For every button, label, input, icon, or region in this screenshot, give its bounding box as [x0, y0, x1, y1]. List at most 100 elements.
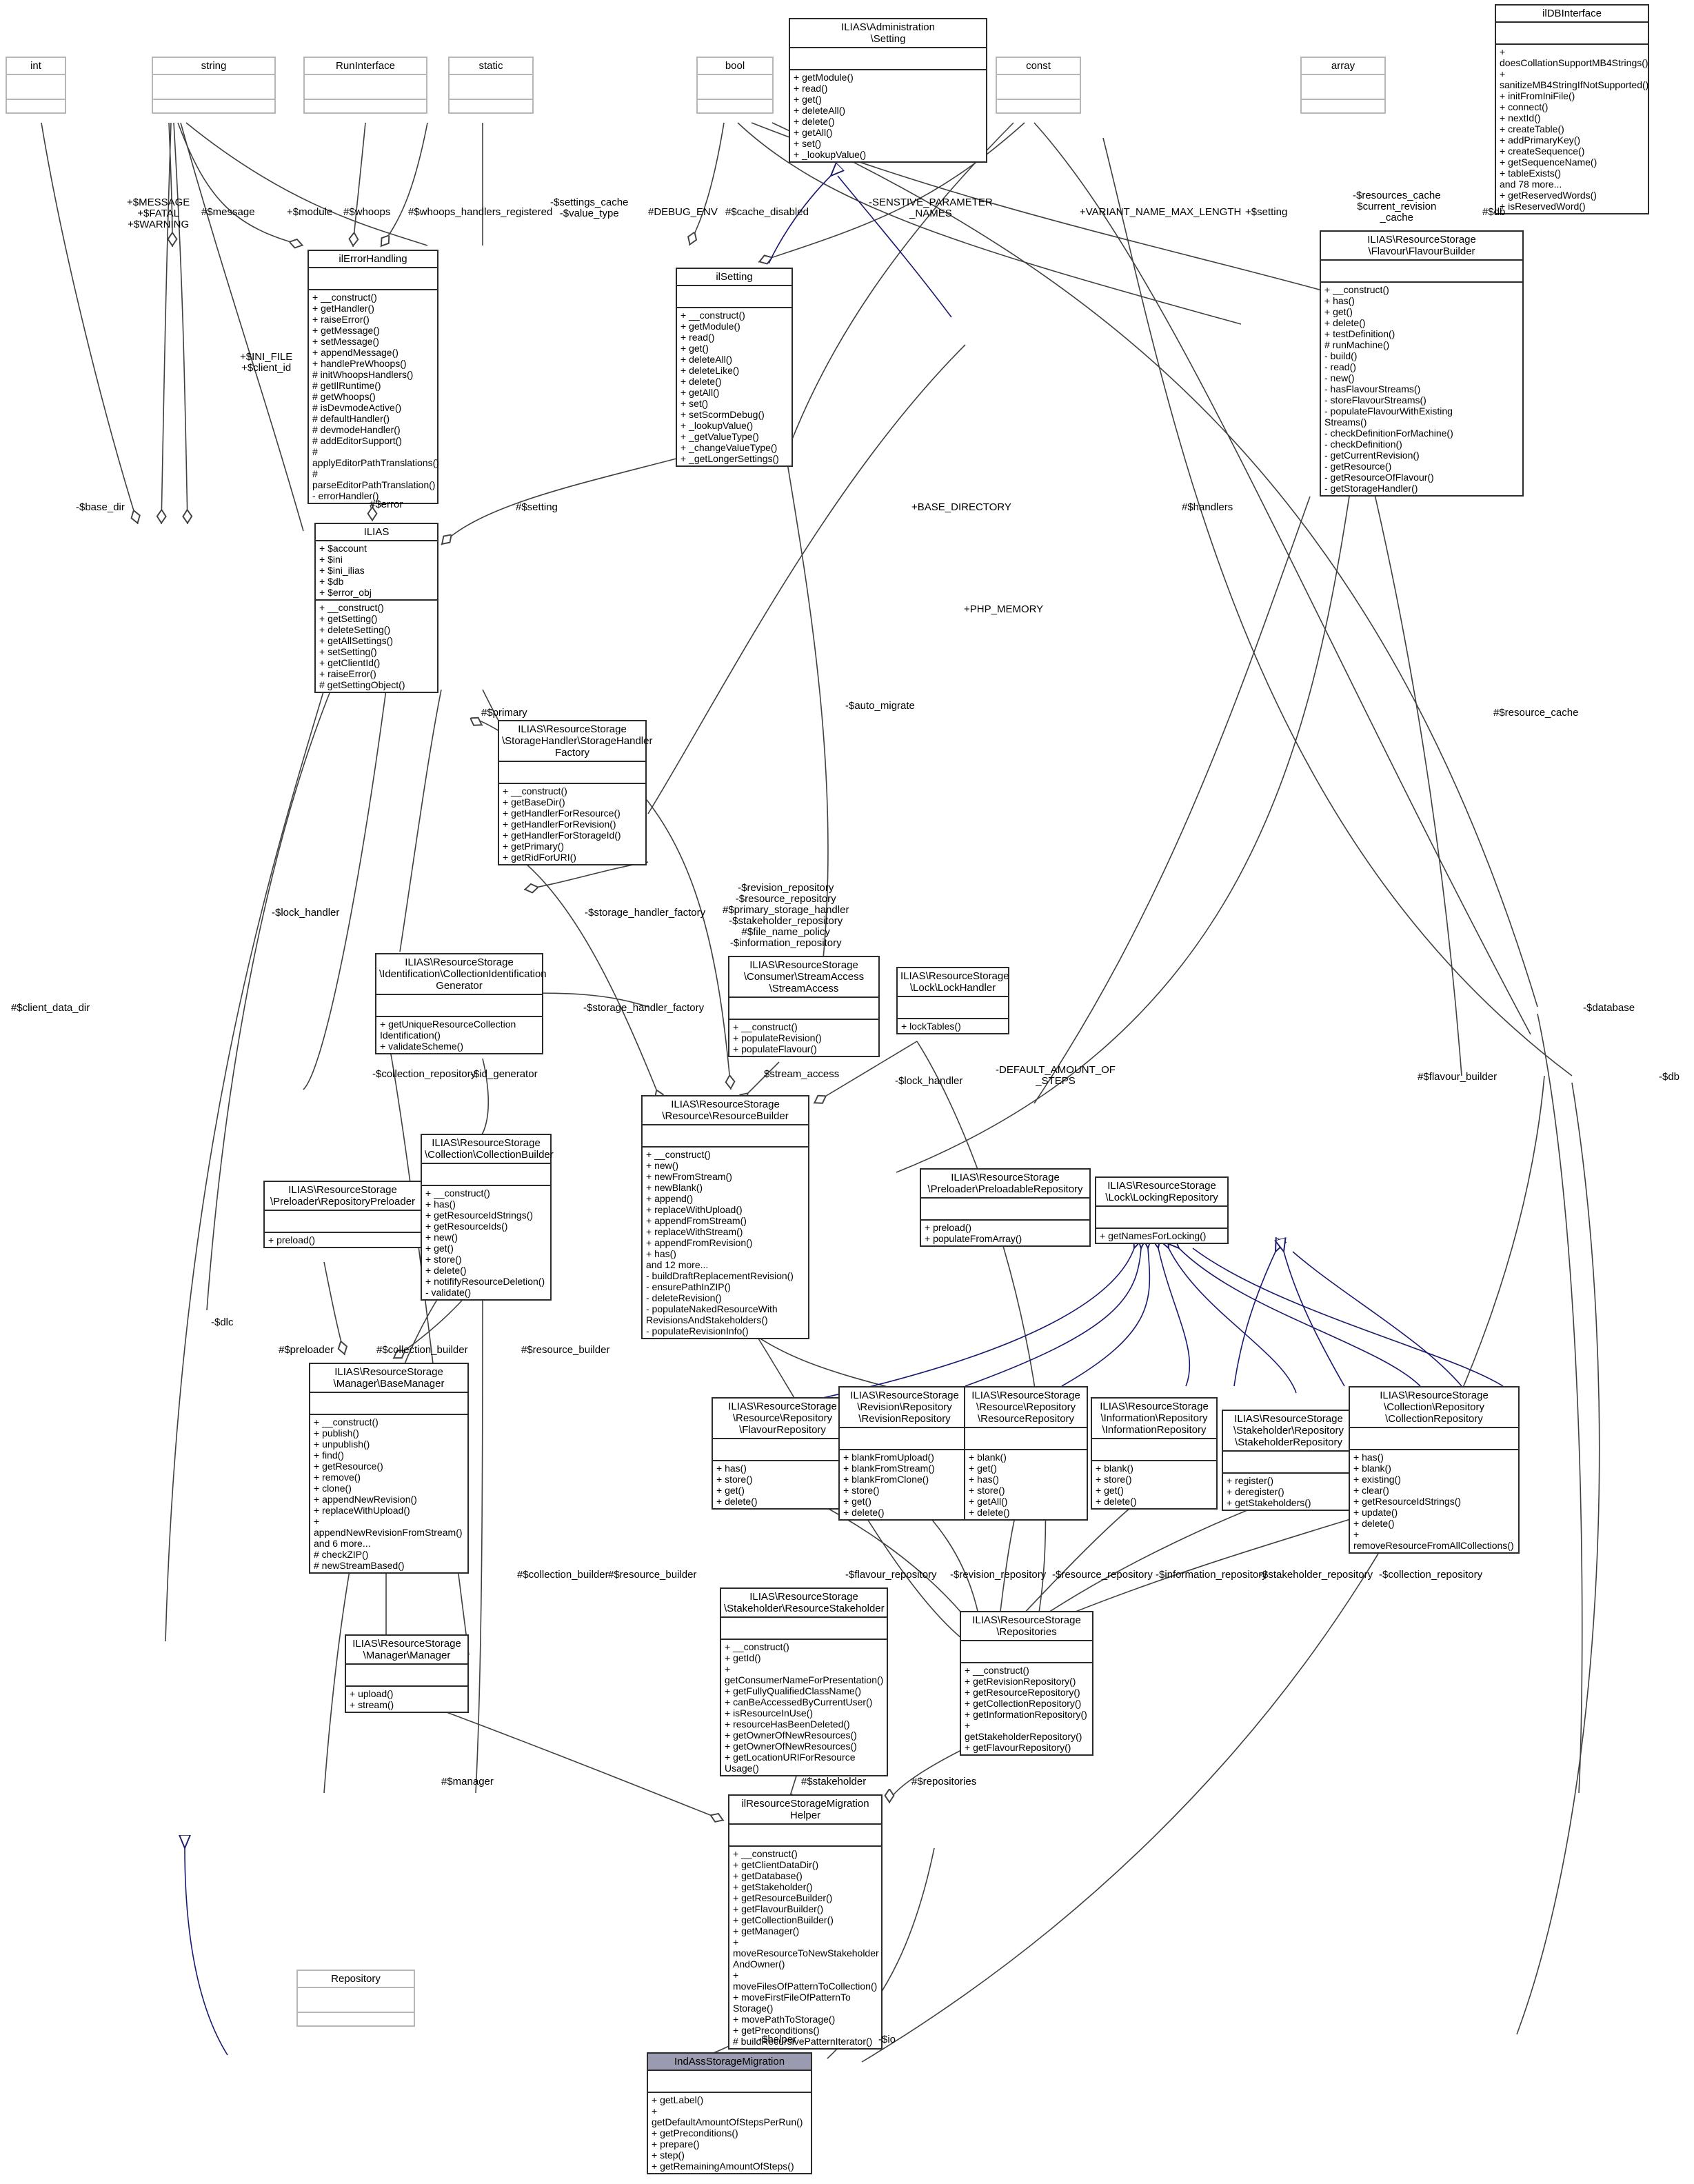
- class-node-preloadablerepository[interactable]: ILIAS\ResourceStorage \Preloader\Preload…: [920, 1168, 1091, 1247]
- operation-row: + getHandlerForStorageId(): [503, 830, 621, 841]
- operation-row: + setScormDebug(): [680, 409, 765, 420]
- operation-row: # addEditorSupport(): [312, 435, 402, 446]
- class-node-informationrepository[interactable]: ILIAS\ResourceStorage \Information\Repos…: [1091, 1397, 1218, 1510]
- edge-label: -$revision_repository -$resource_reposit…: [723, 882, 849, 949]
- class-node-ildbinterface[interactable]: ilDBInterface+ doesCollationSupportMB4St…: [1495, 4, 1649, 214]
- class-node-int[interactable]: int: [6, 57, 66, 114]
- operation-row: - hasFlavourStreams(): [1324, 383, 1421, 394]
- edge-label: -$auto_migrate: [845, 700, 915, 712]
- operation-row: # isDevmodeActive(): [312, 402, 402, 413]
- operation-row: + delete(): [1324, 317, 1366, 328]
- class-node-ilias[interactable]: ILIAS+ $account+ $ini+ $ini_ilias+ $db+ …: [314, 523, 438, 693]
- edge-label: -$dlc: [211, 1316, 234, 1328]
- class-node-repository[interactable]: Repository: [296, 1970, 415, 2027]
- operation-row: + getCollectionRepository(): [965, 1698, 1082, 1709]
- operation-row: + replaceWithStream(): [646, 1226, 743, 1237]
- operation-row: + __construct(): [1324, 284, 1389, 295]
- class-node-flavourbuilder[interactable]: ILIAS\ResourceStorage \Flavour\FlavourBu…: [1320, 230, 1524, 497]
- class-node-storagehandlerfactory[interactable]: ILIAS\ResourceStorage \StorageHandler\St…: [498, 720, 652, 865]
- class-name: ILIAS\ResourceStorage \Repositories: [961, 1612, 1092, 1641]
- class-attributes: [1092, 1439, 1216, 1461]
- operation-row: + new(): [646, 1160, 679, 1171]
- class-node-static[interactable]: static: [448, 57, 534, 114]
- operation-row: + has(): [425, 1199, 456, 1210]
- edge-label: +$setting: [1245, 206, 1288, 218]
- operation-row: + moveResourceToNewStakeholder: [733, 1936, 879, 1958]
- operation-row: - getStorageHandler(): [1324, 483, 1418, 494]
- class-attributes: [309, 268, 437, 290]
- operation-row: + getDefaultAmountOfStepsPerRun(): [652, 2105, 803, 2127]
- class-node-lockingrepository[interactable]: ILIAS\ResourceStorage \Lock\LockingRepos…: [1095, 1176, 1229, 1244]
- edge-label: #$repositories: [911, 1776, 977, 1787]
- class-node-collectionbuilder[interactable]: ILIAS\ResourceStorage \Collection\Collec…: [421, 1134, 554, 1301]
- class-operations: + __construct()+ getModule()+ read()+ ge…: [677, 308, 791, 465]
- operation-row: + clone(): [314, 1483, 352, 1494]
- operation-row: + connect(): [1500, 101, 1549, 112]
- class-node-repositorypreloader[interactable]: ILIAS\ResourceStorage \Preloader\Reposit…: [263, 1181, 422, 1248]
- class-node-flavourrepository[interactable]: ILIAS\ResourceStorage \Resource\Reposito…: [712, 1397, 854, 1510]
- class-name: bool: [698, 58, 772, 75]
- operation-row: + createTable(): [1500, 123, 1564, 134]
- class-node-resourcestakeholder[interactable]: ILIAS\ResourceStorage \Stakeholder\Resou…: [720, 1587, 888, 1776]
- operation-row: + has(): [646, 1248, 676, 1259]
- class-node-manager[interactable]: ILIAS\ResourceStorage \Manager\Manager+ …: [345, 1634, 469, 1713]
- class-attributes: [729, 998, 878, 1020]
- edge-label: -$helper: [758, 2034, 797, 2045]
- attribute-row: + $account: [319, 543, 367, 554]
- operation-row: + addPrimaryKey(): [1500, 134, 1581, 146]
- operation-row: + getFullyQualifiedClassName(): [725, 1685, 862, 1696]
- class-node-resourcebuilder[interactable]: ILIAS\ResourceStorage \Resource\Resource…: [641, 1095, 809, 1339]
- operation-row: + getPrimary(): [503, 841, 565, 852]
- operation-row: + store(): [716, 1474, 753, 1485]
- class-name: ILIAS\ResourceStorage \Lock\LockingRepos…: [1096, 1178, 1227, 1207]
- edge-label: -$flavour_repository: [845, 1569, 937, 1581]
- operation-row: - getResourceOfFlavour(): [1324, 472, 1434, 483]
- class-node-ilsetting[interactable]: ilSetting+ __construct()+ getModule()+ r…: [676, 268, 793, 467]
- operation-row: + deleteAll(): [794, 105, 846, 116]
- class-node-resourcerepository[interactable]: ILIAS\ResourceStorage \Resource\Reposito…: [964, 1386, 1088, 1521]
- class-name: ILIAS\ResourceStorage \Stakeholder\Resou…: [721, 1589, 887, 1618]
- class-attributes: [921, 1199, 1089, 1221]
- operation-row: + new(): [425, 1232, 458, 1243]
- operation-row: + validateScheme(): [380, 1041, 464, 1052]
- class-node-administration_setting[interactable]: ILIAS\Administration \Setting+ getModule…: [789, 18, 987, 163]
- operation-row: + delete(): [794, 116, 835, 127]
- class-name: ilDBInterface: [1496, 6, 1648, 23]
- class-node-const[interactable]: const: [996, 57, 1081, 114]
- class-node-ilerrorhandling[interactable]: ilErrorHandling+ __construct()+ getHandl…: [307, 250, 439, 504]
- class-node-revisionrepository[interactable]: ILIAS\ResourceStorage \Revision\Reposito…: [838, 1386, 971, 1521]
- operation-row: + getSetting(): [319, 613, 378, 624]
- operation-row: + getModule(): [794, 72, 854, 83]
- class-node-array[interactable]: array: [1300, 57, 1386, 114]
- class-node-collectionrepository[interactable]: ILIAS\ResourceStorage \Collection\Reposi…: [1349, 1386, 1520, 1554]
- class-node-stakeholderrepository[interactable]: ILIAS\ResourceStorage \Stakeholder\Repos…: [1222, 1410, 1355, 1511]
- class-node-string[interactable]: string: [152, 57, 276, 114]
- class-operations: + has()+ store()+ get()+ delete(): [713, 1461, 852, 1508]
- operation-row: + getResourceIdStrings(): [1353, 1496, 1462, 1507]
- class-node-basemanager[interactable]: ILIAS\ResourceStorage \Manager\BaseManag…: [309, 1363, 469, 1574]
- class-node-lockhandler[interactable]: ILIAS\ResourceStorage \Lock\LockHandler+…: [896, 967, 1009, 1034]
- operation-row: + appendFromRevision(): [646, 1237, 753, 1248]
- operation-row: + unpublish(): [314, 1439, 370, 1450]
- edge-label: #$handlers: [1182, 501, 1233, 513]
- class-node-collectionidentificationgenerator[interactable]: ILIAS\ResourceStorage \Identification\Co…: [375, 953, 547, 1054]
- class-node-bool[interactable]: bool: [696, 57, 774, 114]
- class-name: ilErrorHandling: [309, 251, 437, 268]
- class-node-indassstoragemigration[interactable]: IndAssStorageMigration+ getLabel()+ getD…: [647, 2052, 812, 2174]
- class-operations: + blankFromUpload()+ blankFromStream()+ …: [840, 1450, 969, 1519]
- operation-row: - buildDraftReplacementRevision(): [646, 1270, 794, 1281]
- operation-row: # applyEditorPathTranslations(): [312, 446, 439, 468]
- operation-row: and 6 more...: [314, 1538, 371, 1549]
- class-node-streamaccess[interactable]: ILIAS\ResourceStorage \Consumer\StreamAc…: [728, 956, 880, 1057]
- class-operations: + __construct()+ new()+ newFromStream()+…: [643, 1148, 808, 1338]
- edge-label: -$collection_repository: [1379, 1569, 1483, 1581]
- class-node-repositories[interactable]: ILIAS\ResourceStorage \Repositories+ __c…: [960, 1611, 1093, 1756]
- operation-row: + set(): [680, 398, 709, 409]
- operation-row: + __construct(): [319, 602, 384, 613]
- attribute-row: + $ini: [319, 554, 343, 565]
- operation-row: and 12 more...: [646, 1259, 709, 1270]
- operation-row: + getInformationRepository(): [965, 1709, 1087, 1720]
- edge-label: -$storage_handler_factory: [585, 907, 706, 919]
- class-node-migrationhelper[interactable]: ilResourceStorageMigration Helper+ __con…: [728, 1794, 883, 2050]
- class-node-runinterface[interactable]: RunInterface: [303, 57, 427, 114]
